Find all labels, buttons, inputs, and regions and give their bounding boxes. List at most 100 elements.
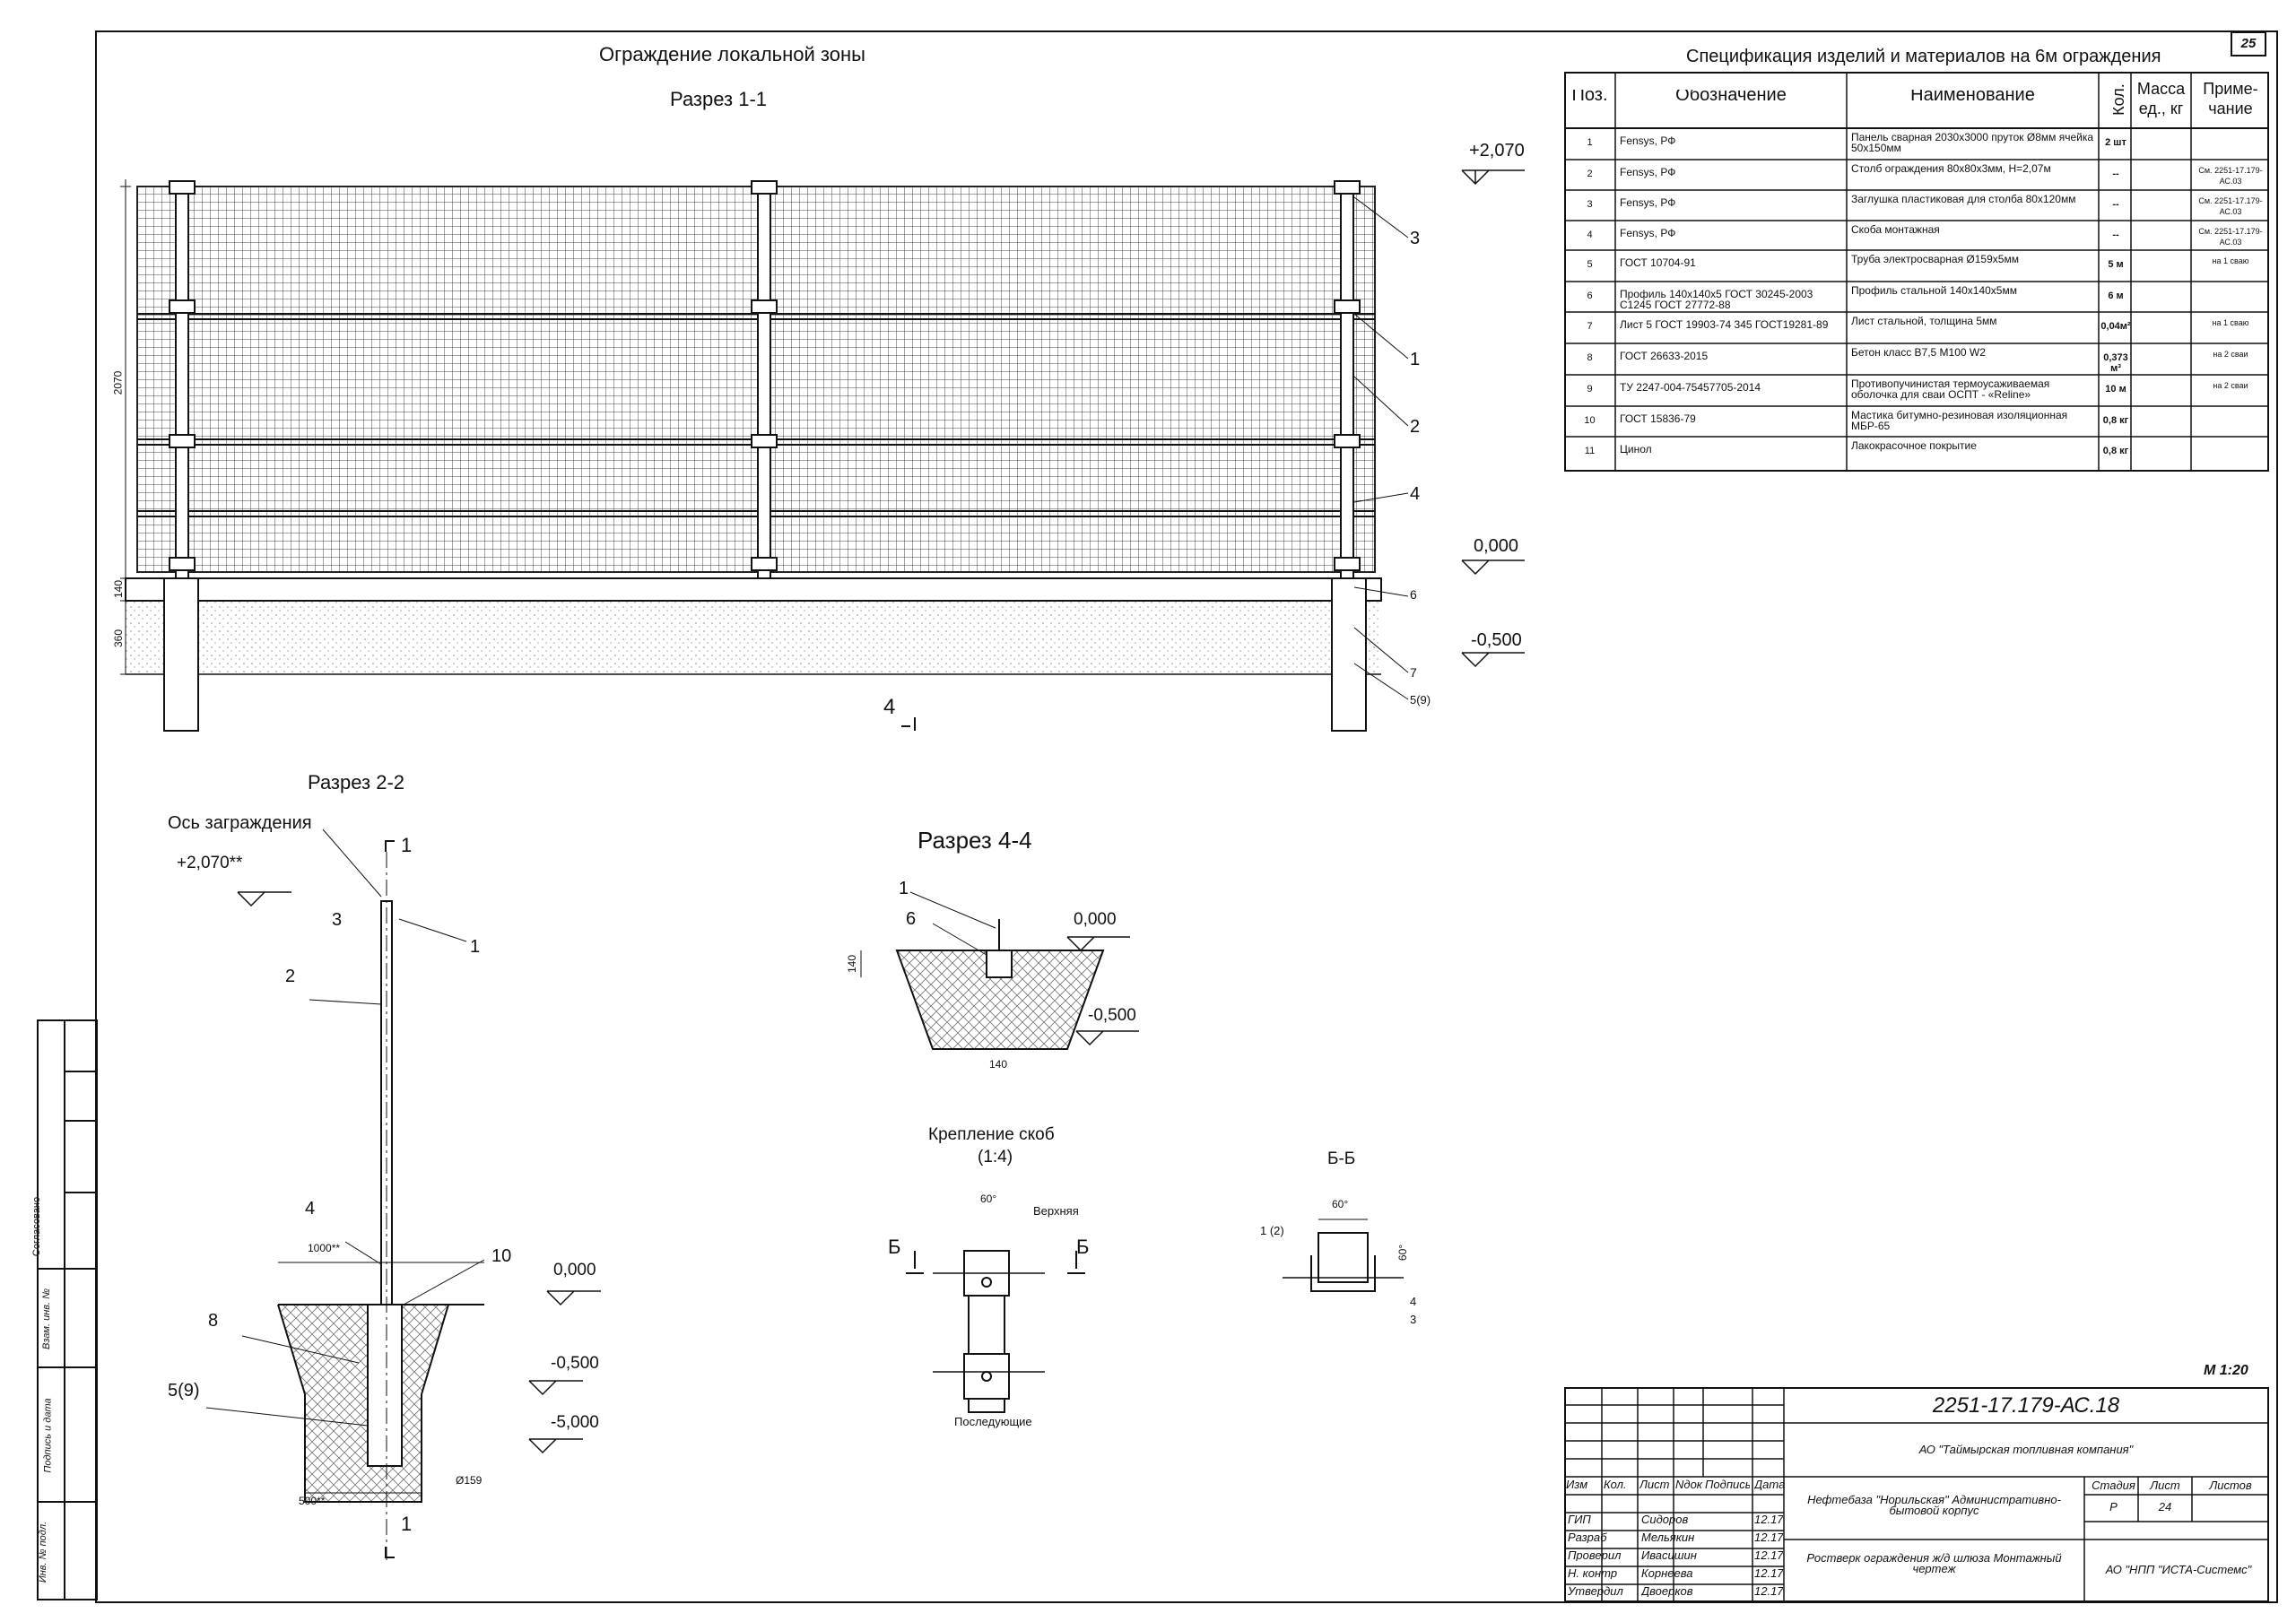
section-2-2-title: Разрез 2-2	[308, 771, 405, 794]
spec-cell-pos: 3	[1587, 199, 1593, 210]
spec-cell-note	[2193, 442, 2268, 467]
section-bb-drawing	[1283, 1219, 1404, 1292]
spec-cell-pos: 9	[1587, 384, 1593, 395]
spec-title: Спецификация изделий и материалов на 6м …	[1686, 47, 2161, 66]
stamp-date: 12.17	[1754, 1550, 1783, 1561]
spec-cell-note: См. 2251-17.179-АС.03	[2198, 166, 2263, 186]
dim-60-a: 60°	[980, 1193, 997, 1205]
cut-mark-b: Б	[888, 1236, 901, 1258]
spec-cell-code: Цинол	[1620, 444, 1652, 455]
elevation-minus-5: -5,000	[551, 1413, 599, 1432]
callout: 1	[1410, 350, 1421, 369]
spec-cell-name: Лист стальной, толщина 5мм	[1851, 316, 1997, 327]
pile-right	[1331, 577, 1367, 732]
cut-mark-b: Б	[1076, 1236, 1090, 1258]
post-right	[1340, 183, 1354, 579]
callout: 5(9)	[168, 1381, 200, 1401]
callout: 6	[906, 909, 917, 929]
callout: 4	[1410, 1295, 1417, 1308]
title-block-grid	[1564, 1387, 2269, 1602]
stamp-name: Корнеева	[1641, 1568, 1693, 1579]
callout: 1	[470, 937, 481, 957]
callout: 5(9)	[1410, 693, 1431, 707]
spec-cell-pos: 10	[1584, 415, 1596, 426]
spec-cell-code: Fensys, РФ	[1620, 228, 1676, 239]
spec-cell-qty: --	[2112, 169, 2119, 179]
spec-cell-note: на 2 сваи	[2213, 350, 2248, 359]
elevation-zero: 0,000	[1474, 536, 1519, 556]
callout: 1	[401, 1513, 413, 1535]
stamp-col-header: Изм	[1566, 1479, 1588, 1490]
spec-cell-qty: 0,373 м³	[2103, 352, 2128, 374]
spec-cell-code: ГОСТ 10704-91	[1620, 257, 1696, 269]
stamp-date: 12.17	[1754, 1514, 1783, 1525]
callout: 4	[305, 1199, 316, 1219]
spec-cell-pos: 1	[1587, 137, 1593, 148]
title-block: 2251-17.179-АС.18 АО "Таймырская топливн…	[1564, 1387, 2269, 1602]
spec-cell-note	[2193, 134, 2268, 159]
cut-mark-4: 4	[883, 695, 896, 719]
spec-cell-pos: 4	[1587, 230, 1593, 240]
callout: 8	[208, 1311, 219, 1331]
dim-360: 360	[112, 629, 126, 648]
spec-header: Поз.	[1571, 90, 1608, 100]
elevation-zero-4-4: 0,000	[1074, 910, 1117, 929]
dim-140: 140	[112, 579, 126, 599]
sheets-label: Листов	[2209, 1480, 2252, 1491]
spec-cell-note: на 2 сваи	[2213, 381, 2248, 390]
section-4-4-drawing	[860, 891, 1139, 1050]
section-4-4-title: Разрез 4-4	[918, 827, 1032, 854]
post-left	[175, 183, 189, 579]
axis-label: Ось заграждения	[168, 813, 312, 833]
stamp-name: Сидоров	[1641, 1514, 1689, 1525]
side-stamp-label: Согласовано	[31, 1196, 43, 1257]
side-stamp	[37, 1019, 98, 1600]
spec-cell-code: Fensys, РФ	[1620, 197, 1676, 209]
callout: 6	[1410, 587, 1417, 602]
spec-cell-note	[2193, 287, 2268, 312]
spec-cell-qty: 10 м	[2105, 384, 2126, 395]
callout: 7	[1410, 665, 1417, 680]
fastening-label: Последующие	[954, 1415, 1032, 1428]
callout: 3	[1410, 1313, 1417, 1326]
spec-cell-note: на 1 сваю	[2212, 318, 2249, 327]
spec-header: Приме- чание	[2203, 80, 2258, 117]
spec-cell-qty: 0,04м²	[2100, 321, 2131, 332]
stamp-col-header: Лист	[1639, 1479, 1670, 1490]
spec-cell-code: Профиль 140х140х5 ГОСТ 30245-2003 С1245 …	[1620, 289, 1813, 311]
stamp-col-header: Nдок	[1675, 1479, 1702, 1490]
stamp-role: Утвердил	[1568, 1586, 1623, 1597]
fastening-label: Верхняя	[1033, 1204, 1079, 1218]
side-stamp-label: Взам. инв. №	[41, 1288, 53, 1350]
spec-cell-note	[2193, 412, 2268, 437]
drawing-title: Ограждение локальной зоны	[599, 43, 865, 65]
stamp-name: Ивасишин	[1641, 1550, 1697, 1561]
developer-name: АО "НПП "ИСТА-Системс"	[2105, 1565, 2252, 1575]
spec-cell-qty: 0,8 кг	[2102, 415, 2129, 426]
outer-frame	[95, 30, 2278, 1603]
sheet-value: 24	[2158, 1502, 2172, 1513]
spec-grid	[1564, 72, 2269, 472]
stage-value: Р	[2109, 1502, 2118, 1513]
spec-cell-qty: 2 шт	[2105, 137, 2126, 148]
spec-table: Поз. Обозначение Наименование Кол. Масса…	[1564, 72, 2269, 472]
section-bb-title: Б-Б	[1327, 1149, 1356, 1168]
spec-cell-pos: 7	[1587, 321, 1593, 332]
spec-cell-code: ГОСТ 26633-2015	[1620, 351, 1709, 362]
spec-cell-name: Столб ограждения 80х80х3мм, Н=2,07м	[1851, 163, 2051, 175]
pile-2-2	[367, 1304, 403, 1467]
spec-cell-name: Профиль стальной 140х140х5мм	[1851, 285, 2017, 297]
section-1-1-title: Разрез 1-1	[670, 88, 768, 110]
spec-cell-qty: --	[2112, 199, 2119, 210]
dim-2070: 2070	[111, 370, 125, 395]
stamp-role: ГИП	[1568, 1514, 1591, 1525]
page-number: 25	[2240, 36, 2257, 51]
drawing-code: 2251-17.179-АС.18	[1932, 1394, 2120, 1418]
elevation-minus-05-2-2: -0,500	[551, 1354, 599, 1373]
elevation-zero-2-2: 0,000	[553, 1261, 596, 1279]
dim-60-c: 60°	[1396, 1244, 1410, 1262]
fastening-title: Крепление скоб	[928, 1125, 1055, 1144]
stamp-role: Проверил	[1568, 1550, 1622, 1561]
